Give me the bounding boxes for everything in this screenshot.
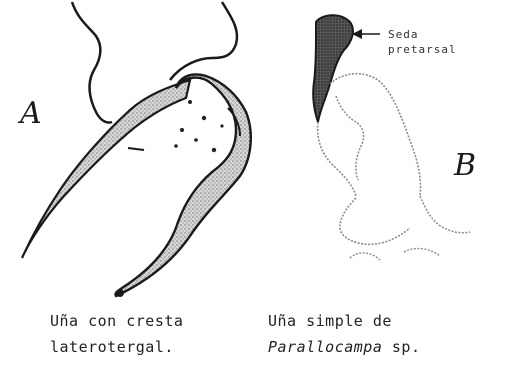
caption-b-line-1: Uña simple de bbox=[268, 308, 421, 334]
panel-b-pretarsal-seta bbox=[313, 15, 353, 122]
caption-b-line-2: Parallocampa sp. bbox=[268, 334, 421, 360]
panel-b-caption: Uña simple de Parallocampa sp. bbox=[268, 308, 421, 360]
panel-b-letter: B bbox=[454, 148, 476, 183]
caption-a-line-1: Uña con cresta bbox=[50, 308, 183, 334]
annotation-line-2: pretarsal bbox=[388, 42, 457, 57]
panel-a-caption: Uña con cresta laterotergal. bbox=[50, 308, 183, 360]
panel-b-annotation: Seda pretarsal bbox=[388, 27, 457, 57]
panel-a-letter: A bbox=[20, 96, 42, 131]
caption-b-genus: Parallocampa bbox=[268, 338, 382, 356]
panel-b-annotation-arrow bbox=[352, 29, 380, 39]
caption-a-line-2: laterotergal. bbox=[50, 334, 183, 360]
panel-a-laterotergal-crest bbox=[22, 80, 190, 258]
caption-b-suffix: sp. bbox=[382, 338, 420, 356]
panel-b-simple-claw bbox=[318, 74, 470, 260]
annotation-line-1: Seda bbox=[388, 27, 457, 42]
